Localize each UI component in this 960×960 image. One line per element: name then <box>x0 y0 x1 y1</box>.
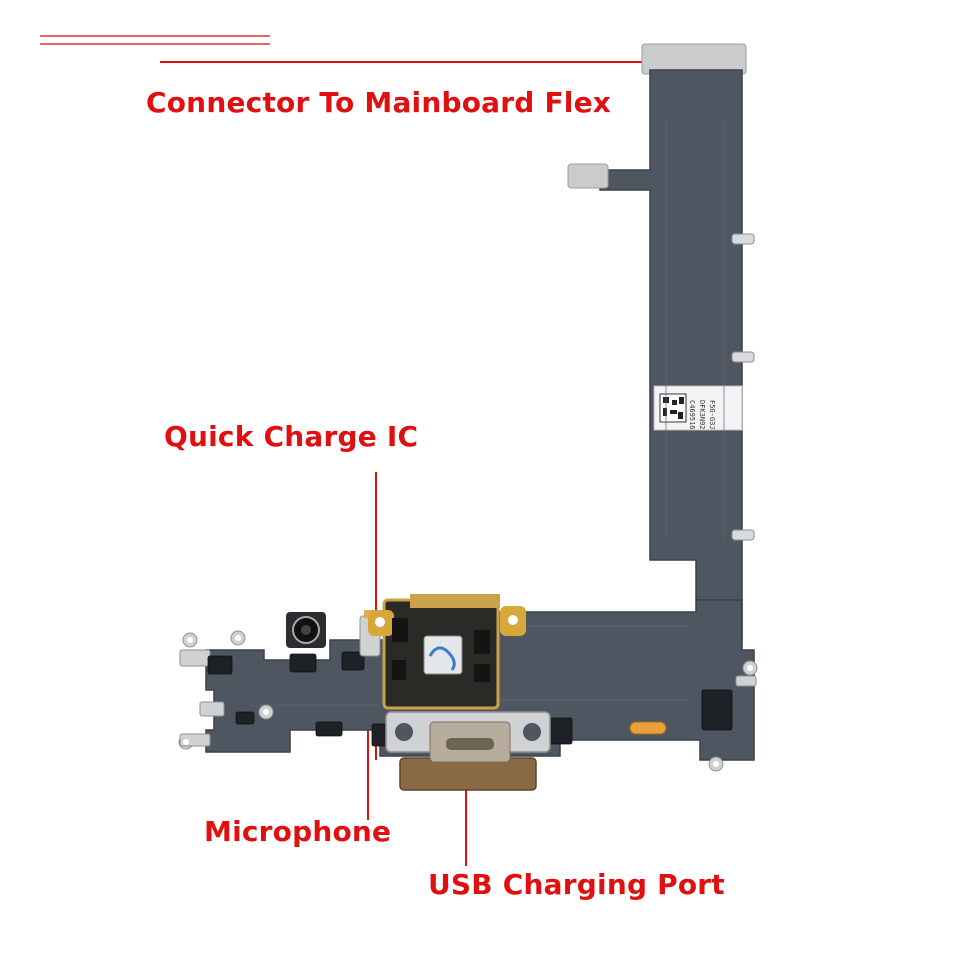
left-steel-brackets <box>178 630 274 750</box>
cable-clips <box>731 233 755 541</box>
quick-charge-board <box>368 594 526 710</box>
usb-charging-port <box>399 721 537 791</box>
vertical-flex-cable <box>599 69 743 641</box>
quick-charge-label: Quick Charge IC <box>164 420 419 453</box>
sticker-line-2: DFK3N92 <box>698 400 706 430</box>
connector-label: Connector To Mainboard Flex <box>146 86 612 119</box>
microphone-label: Microphone <box>204 815 392 848</box>
round-component <box>286 612 326 648</box>
sticker-line-3: F5G-G3J <box>708 400 716 430</box>
sticker-line-1: C469516 <box>688 400 696 430</box>
decorative-red-lines <box>40 35 270 45</box>
right-steel-brackets <box>629 660 758 772</box>
usb-port-label: USB Charging Port <box>428 868 725 901</box>
side-steel-tab <box>567 163 609 189</box>
barcode-sticker: C469516 DFK3N92 F5G-G3J <box>653 385 743 431</box>
smd-components <box>207 651 733 747</box>
